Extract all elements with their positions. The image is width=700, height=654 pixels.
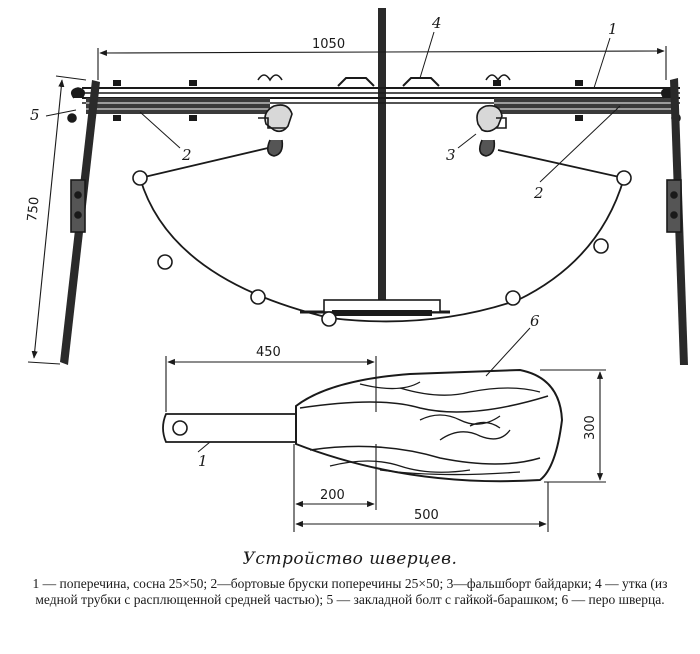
callout-leaders [45,31,621,453]
figure-legend: 1 — поперечина, сосна 25×50; 2—бортовые … [32,576,668,607]
leeboard-drawing: 1050 750 450 300 200 500 1 4 5 2 2 3 6 1 [25,8,688,532]
cleat-icon [337,77,440,87]
callout-1-handle: 1 [198,452,208,470]
dim-label-handle: 450 [256,345,281,360]
callout-6: 6 [530,312,540,330]
hull-section [138,147,626,323]
dim-label-blade-length: 500 [414,508,439,523]
callout-1: 1 [608,20,618,38]
dim-label-leeboard: 750 [25,196,43,222]
gunwale-right [476,104,507,157]
side-block-right [494,98,674,114]
leeboard-left [60,80,100,365]
dimension-span [97,46,667,80]
dimension-blade-width [540,369,606,483]
callout-3: 3 [446,146,456,164]
blade-6 [295,368,564,483]
callout-4: 4 [431,14,442,32]
gunwale-left [258,104,293,157]
dimension-handle [165,356,377,412]
dim-label-blade-width: 300 [583,415,598,440]
leeboard-right [666,78,688,365]
callout-2-left: 2 [181,146,192,164]
dim-label-span: 1050 [312,37,345,52]
hull-ribs [132,170,632,327]
side-block-left [86,98,270,114]
dim-label-overlap: 200 [320,488,345,503]
dimension-blade-length [295,482,549,532]
dimension-overlap [293,444,377,532]
callout-2-right: 2 [533,184,544,202]
mast [378,8,386,308]
figure-title: Устройство шверцев. [242,549,458,569]
callout-5: 5 [30,106,40,124]
dimension-leeboard [27,75,87,365]
